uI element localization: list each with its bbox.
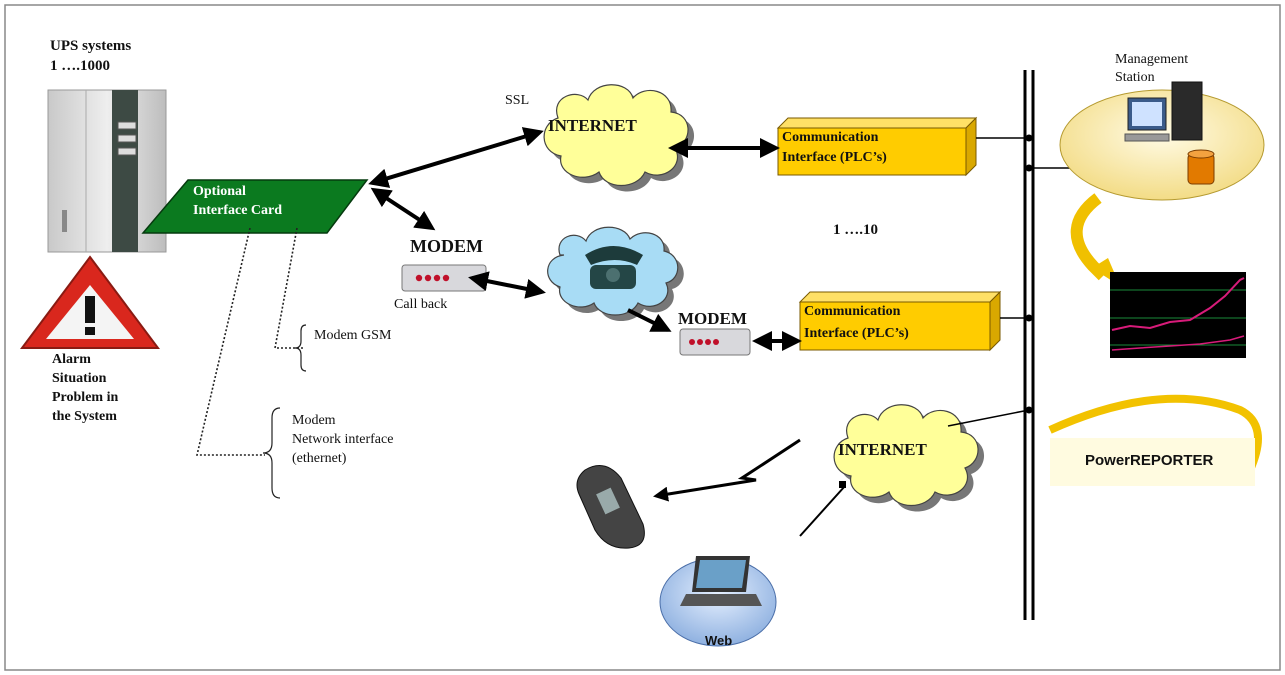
plc-bottom-line2: Interface (PLC’s) bbox=[804, 326, 909, 341]
management-line2: Station bbox=[1115, 70, 1155, 85]
modem-gsm-label: Modem GSM bbox=[314, 328, 392, 343]
plc-box-bottom bbox=[798, 290, 1002, 352]
modem-to-phone-arrow bbox=[468, 271, 546, 299]
internet-bottom-label: INTERNET bbox=[838, 440, 927, 459]
report-chart-image bbox=[1110, 272, 1246, 358]
management-station-image bbox=[1059, 81, 1265, 201]
gsm-brace bbox=[294, 324, 307, 372]
web-to-internet-link bbox=[799, 485, 846, 537]
alarm-line3: Problem in bbox=[52, 390, 119, 405]
ups-title-line1: UPS systems bbox=[50, 38, 132, 54]
curved-arrow bbox=[1070, 193, 1108, 281]
ups-title-line2: 1 ….1000 bbox=[50, 58, 110, 74]
internet-cloud-top bbox=[543, 84, 695, 192]
plc-box-top bbox=[776, 116, 978, 177]
warning-triangle-icon bbox=[20, 255, 160, 349]
gsm-connector bbox=[274, 227, 303, 349]
wireless-arrow bbox=[653, 438, 801, 502]
powerreporter-logo bbox=[1048, 394, 1262, 486]
alarm-line2: Situation bbox=[52, 371, 107, 386]
ssl-label: SSL bbox=[505, 93, 530, 108]
alarm-label: Alarm Situation Problem in the System bbox=[52, 350, 118, 426]
ups-cabinet-image bbox=[47, 89, 167, 253]
modem-left-label: MODEM bbox=[410, 236, 483, 256]
web-label: Web bbox=[705, 633, 733, 648]
network-line3: (ethernet) bbox=[292, 451, 347, 466]
network-options-label: Modem Network interface (ethernet) bbox=[292, 411, 393, 468]
outer-border bbox=[4, 4, 1281, 671]
modem-right-icon bbox=[679, 328, 751, 356]
ethernet-connector bbox=[195, 227, 265, 456]
alarm-line1: Alarm bbox=[52, 352, 91, 367]
card-to-internet-arrow bbox=[368, 127, 544, 188]
plc-bottom-line1: Communication bbox=[804, 304, 901, 319]
interface-card-shape bbox=[141, 179, 369, 234]
call-back-label: Call back bbox=[394, 297, 448, 312]
powerreporter-label: PowerREPORTER bbox=[1085, 452, 1214, 469]
mobile-phone-icon bbox=[576, 465, 645, 549]
modem-right-label: MODEM bbox=[678, 309, 747, 328]
plc-count-label: 1 ….10 bbox=[833, 222, 878, 238]
network-line2: Network interface bbox=[292, 432, 394, 447]
network-line1: Modem bbox=[292, 413, 336, 428]
internet-bus-link bbox=[947, 409, 1030, 427]
network-brace bbox=[262, 407, 281, 499]
management-line1: Management bbox=[1115, 52, 1189, 67]
phone-to-modem-arrow bbox=[627, 308, 672, 332]
internet-top-label: INTERNET bbox=[548, 116, 637, 135]
plc-top-line1: Communication bbox=[782, 130, 879, 145]
card-to-modem-arrow bbox=[370, 187, 436, 231]
alarm-line4: the System bbox=[52, 409, 117, 424]
telephone-icon bbox=[585, 246, 643, 289]
plc-top-line2: Interface (PLC’s) bbox=[782, 150, 887, 165]
card-line2: Interface Card bbox=[193, 203, 283, 218]
card-line1: Optional bbox=[193, 184, 246, 199]
network-bus bbox=[1023, 70, 1035, 620]
internet-cloud-bottom bbox=[833, 404, 985, 512]
web-laptop-image bbox=[659, 556, 777, 647]
